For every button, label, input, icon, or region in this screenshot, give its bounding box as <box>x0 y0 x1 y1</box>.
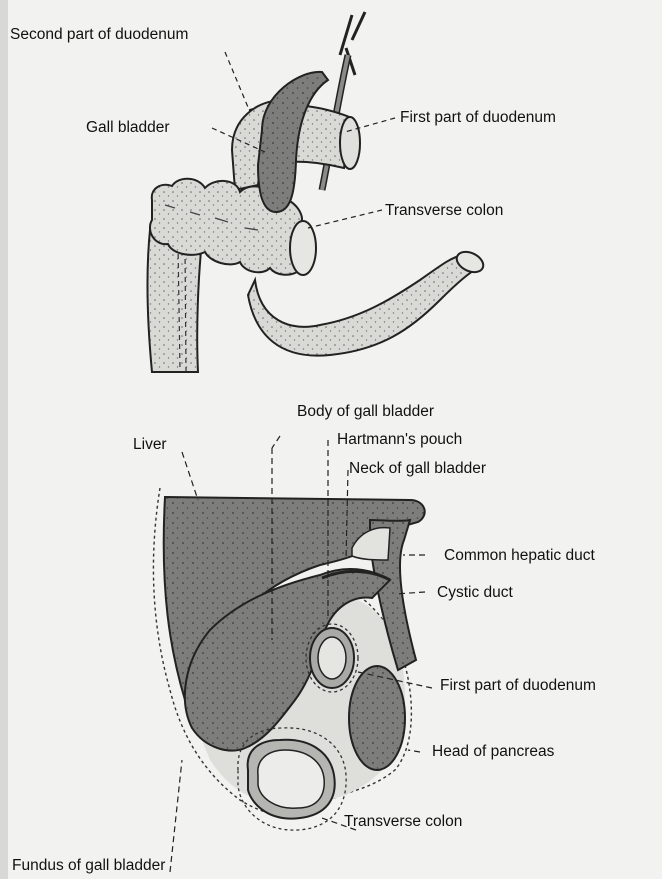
label-transverse-colon-bottom: Transverse colon <box>344 814 462 830</box>
label-first-part-of-duodenum-bottom: First part of duodenum <box>440 678 596 694</box>
label-head-of-pancreas: Head of pancreas <box>432 744 554 760</box>
label-common-hepatic-duct: Common hepatic duct <box>444 548 595 564</box>
label-body-of-gall-bladder: Body of gall bladder <box>297 404 434 420</box>
label-second-part-of-duodenum: Second part of duodenum <box>10 27 188 43</box>
label-neck-of-gall-bladder: Neck of gall bladder <box>349 461 486 477</box>
top-diagram <box>147 12 486 372</box>
label-liver: Liver <box>133 437 167 453</box>
bottom-diagram <box>153 436 432 872</box>
label-transverse-colon-top: Transverse colon <box>385 203 503 219</box>
label-first-part-of-duodenum-top: First part of duodenum <box>400 110 556 126</box>
head-of-pancreas-shape <box>349 666 405 770</box>
label-gall-bladder: Gall bladder <box>86 120 170 136</box>
label-fundus-of-gall-bladder: Fundus of gall bladder <box>12 858 165 874</box>
label-cystic-duct: Cystic duct <box>437 585 513 601</box>
label-hartmanns-pouch: Hartmann's pouch <box>337 432 462 448</box>
